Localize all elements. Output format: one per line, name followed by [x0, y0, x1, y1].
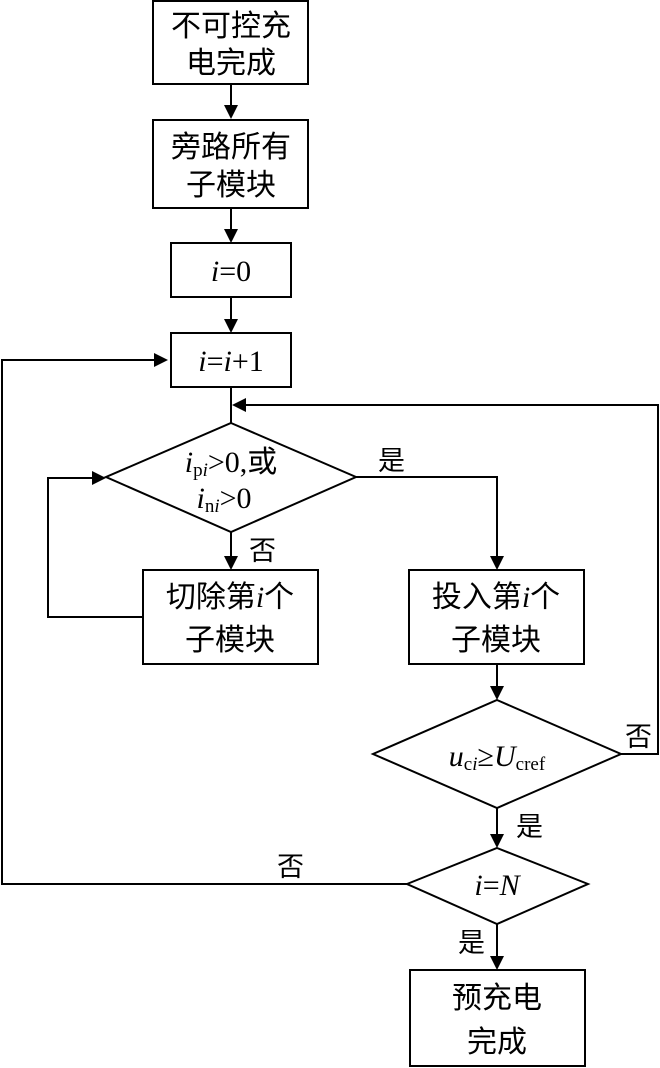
arrowhead: [224, 105, 238, 119]
arrowhead: [232, 398, 246, 412]
arrowhead: [224, 556, 238, 570]
arrowhead: [154, 353, 168, 367]
edge-remove-loop: [47, 477, 143, 618]
node-increment-text: i=i+1: [198, 345, 264, 378]
arrowhead: [490, 556, 504, 570]
node-remove-line2: 子模块: [185, 624, 275, 657]
edge-current-yes: [356, 476, 498, 558]
arrowhead: [490, 686, 504, 700]
node-increment: i=i+1: [170, 332, 292, 388]
node-start: 不可控充 电完成: [152, 0, 309, 85]
node-voltage-check: uci≥Ucref: [370, 698, 624, 810]
node-current-check: ipi>0,或 ini>0: [103, 421, 359, 534]
node-voltage-check-text: uci≥Ucref: [449, 740, 546, 775]
arrowhead: [490, 956, 504, 970]
node-insert-line2: 子模块: [451, 624, 541, 657]
node-init-text: i=0: [211, 255, 251, 288]
arrowhead: [92, 471, 106, 485]
node-current-check-line1: ipi>0,或: [185, 446, 278, 481]
node-end-line2: 完成: [467, 1026, 527, 1059]
node-end-line1: 预充电: [452, 982, 542, 1015]
label-voltage-yes: 是: [516, 812, 543, 842]
node-bypass-line2: 子模块: [186, 169, 276, 202]
arrowhead: [224, 229, 238, 243]
node-count-check-text: i=N: [474, 869, 521, 902]
label-voltage-no: 否: [625, 722, 652, 752]
node-end: 预充电 完成: [409, 969, 586, 1067]
node-start-line1: 不可控充: [171, 10, 291, 43]
node-insert-submodule: 投入第i个 子模块: [408, 569, 585, 665]
arrowhead: [224, 319, 238, 333]
node-remove-line1: 切除第i个: [166, 581, 294, 614]
edge-voltage-no-loop: [244, 404, 659, 755]
node-insert-line1: 投入第i个: [432, 581, 560, 614]
node-init: i=0: [170, 242, 292, 298]
node-remove-submodule: 切除第i个 子模块: [142, 569, 319, 665]
node-bypass-all-submodules: 旁路所有 子模块: [152, 119, 309, 209]
node-count-check: i=N: [404, 846, 591, 926]
node-start-line2: 电完成: [186, 47, 276, 80]
edge-count-no-loop: [1, 359, 407, 885]
node-bypass-line1: 旁路所有: [171, 131, 291, 164]
label-count-no: 否: [277, 852, 304, 882]
arrowhead: [490, 834, 504, 848]
node-current-check-line2: ini>0: [196, 482, 251, 517]
label-current-yes: 是: [378, 446, 405, 476]
label-current-no: 否: [249, 536, 276, 566]
label-count-yes: 是: [458, 928, 485, 958]
